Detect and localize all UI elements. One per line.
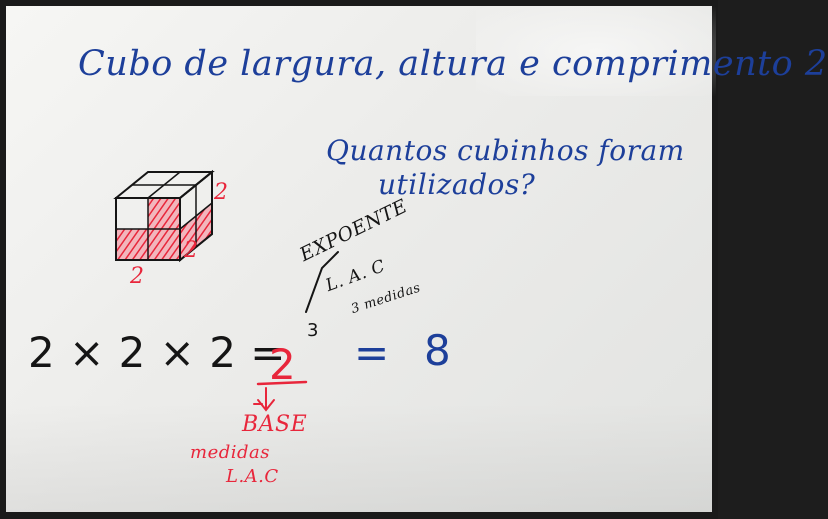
board-title: Cubo de largura, altura e comprimento 2 bbox=[78, 44, 828, 84]
board-shadow bbox=[6, 402, 712, 512]
cube-dimension-right: 2 bbox=[184, 238, 199, 263]
equation-exponent: 3 bbox=[307, 320, 319, 341]
question-line-2: utilizados? bbox=[378, 168, 536, 201]
cube-dimension-top: 2 bbox=[214, 180, 229, 205]
cube-dimension-bottom: 2 bbox=[130, 264, 145, 289]
board-question: Quantos cubinhos foram utilizados? bbox=[326, 134, 706, 202]
base-label: BASE bbox=[242, 412, 308, 437]
base-sub-line-1: medidas bbox=[190, 442, 270, 463]
cube-drawing bbox=[113, 169, 215, 263]
exponent-sub-label: L. A. C bbox=[323, 256, 388, 296]
equation-result: 8 bbox=[424, 326, 452, 375]
exponent-note: 3 medidas bbox=[349, 280, 423, 317]
question-line-1: Quantos cubinhos foram bbox=[326, 134, 685, 167]
equation-left-side: 2 × 2 × 2 = bbox=[28, 328, 286, 377]
light-glare bbox=[476, 6, 716, 96]
equation-equals: = bbox=[354, 328, 390, 377]
base-sub-line-2: L.A.C bbox=[226, 466, 279, 487]
whiteboard: Cubo de largura, altura e comprimento 2 … bbox=[6, 6, 827, 512]
exponent-label: EXPOENTE bbox=[296, 195, 411, 266]
photo-frame: Cubo de largura, altura e comprimento 2 … bbox=[6, 6, 828, 512]
equation-base: 2 bbox=[269, 340, 297, 389]
